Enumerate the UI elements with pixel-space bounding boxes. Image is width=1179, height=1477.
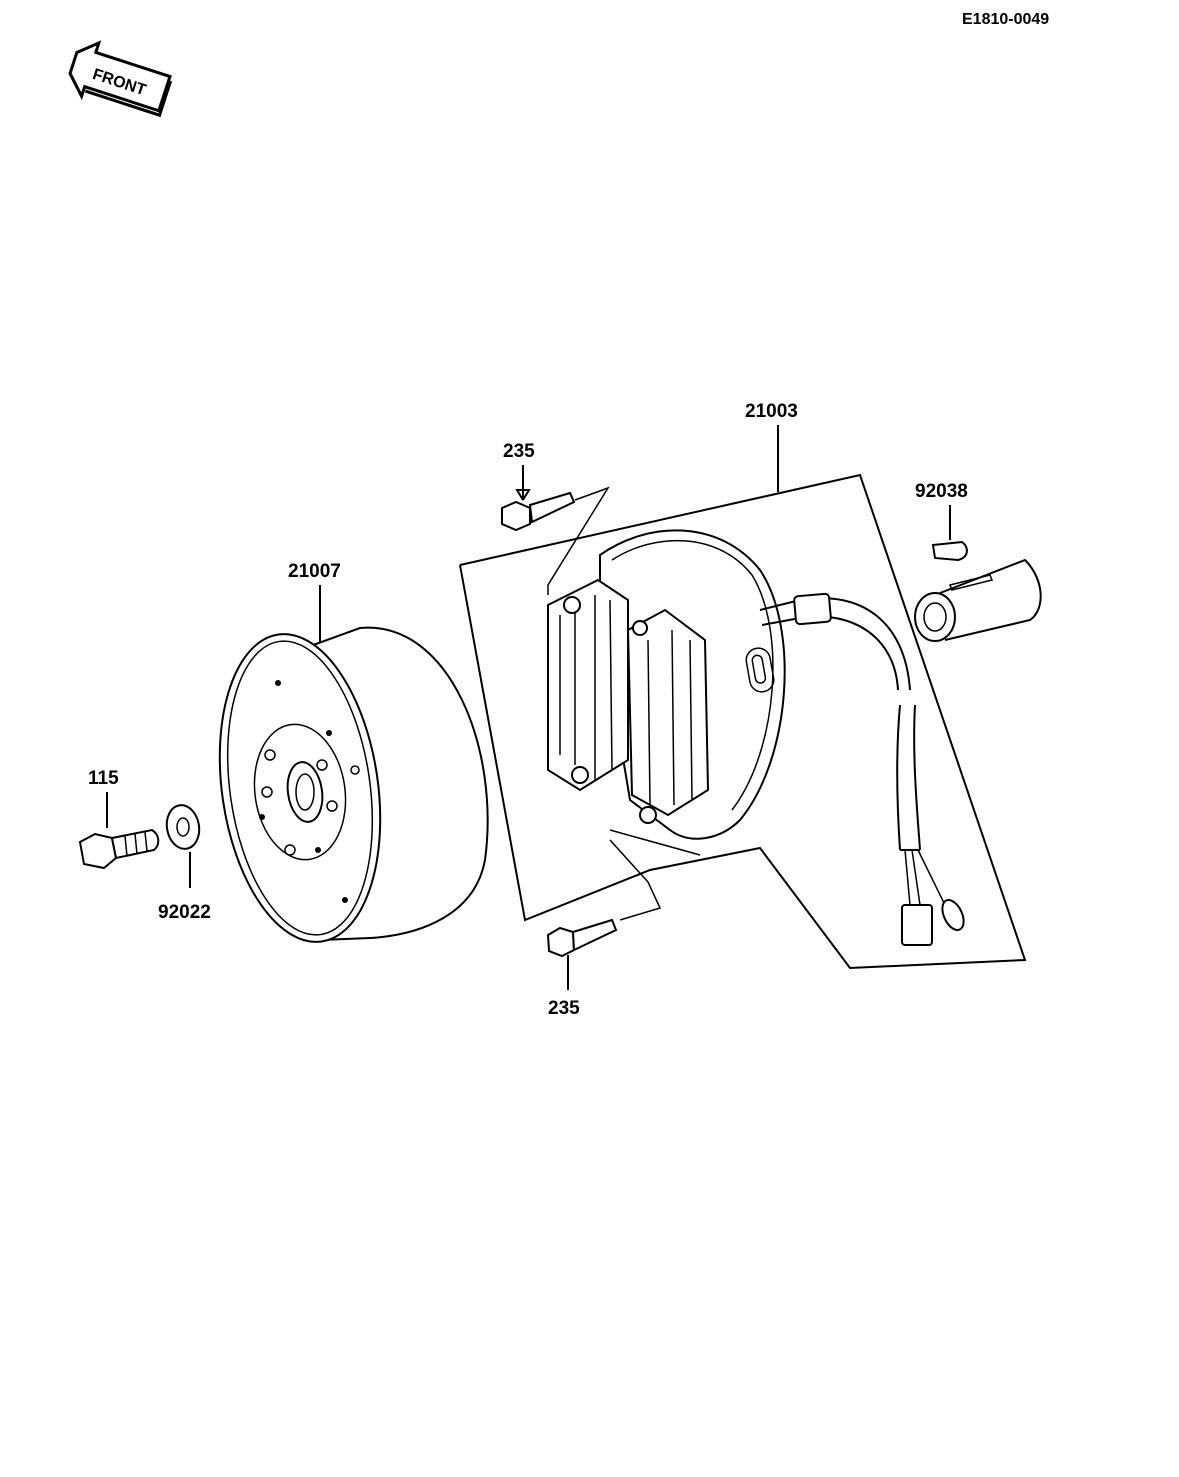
label-rotor: 21007 [288,561,341,582]
rotor: 21007 [218,561,489,943]
label-stator: 21003 [745,401,798,422]
label-bolt-lower: 235 [548,998,580,1019]
key: 92038 [915,481,968,562]
label-washer: 92022 [158,902,211,923]
bolt-upper: 235 [501,441,610,595]
label-bolt-upper: 235 [503,441,535,462]
reference-code: E1810-0049 [962,11,1049,28]
connector-icon [901,904,933,946]
washer: 92022 [158,804,211,923]
bolt-lower: 235 [546,839,662,1019]
crankshaft-end [914,558,1042,642]
bolt-left: 115 [78,768,160,870]
stator-assembly: 21003 [459,401,1027,970]
front-arrow-icon: FRONT [68,40,173,118]
label-key: 92038 [915,481,968,502]
label-bolt-left: 115 [88,768,119,789]
